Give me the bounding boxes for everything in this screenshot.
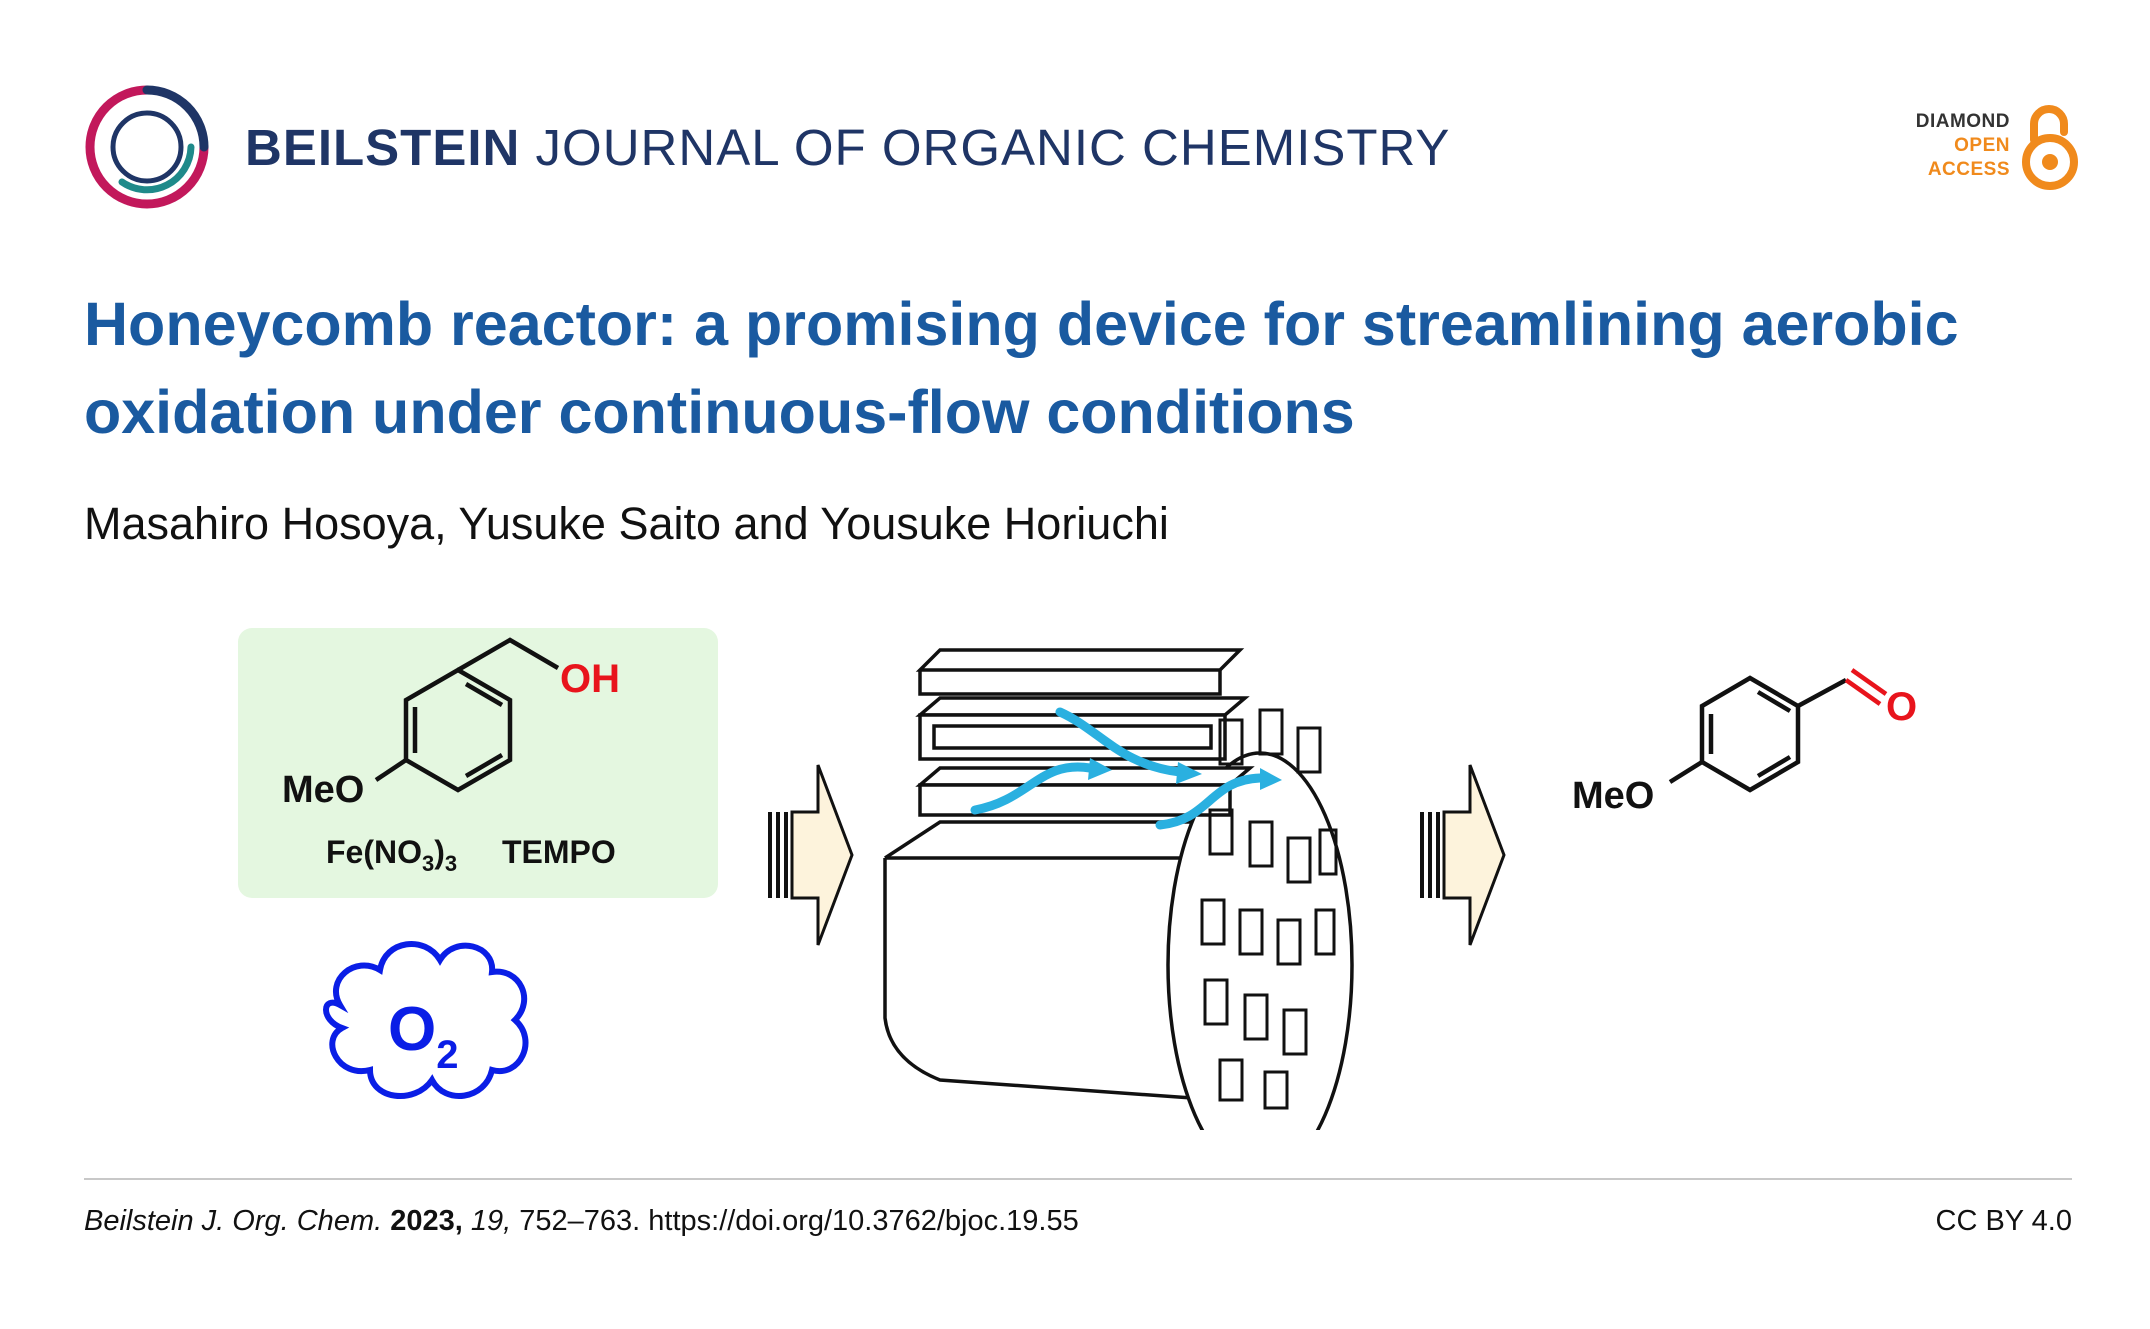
citation-journal: Beilstein J. Org. Chem. xyxy=(84,1205,383,1237)
journal-name-bold: BEILSTEIN xyxy=(245,119,521,176)
open-access-badge: DIAMOND OPEN ACCESS xyxy=(1880,96,2080,196)
reaction-arrow-2 xyxy=(1420,764,1506,946)
reactant-methoxy: MeO xyxy=(282,769,364,811)
citation-doi-link[interactable]: 752–763. https://doi.org/10.3762/bjoc.19… xyxy=(519,1205,1079,1237)
paper-title: Honeycomb reactor: a promising device fo… xyxy=(84,290,1959,446)
open-lock-icon xyxy=(2022,105,2078,190)
citation-year: 2023, xyxy=(390,1205,463,1237)
oxygen-formula: O2 xyxy=(388,995,458,1077)
reaction-arrow-1 xyxy=(768,764,854,946)
graphical-abstract: OH MeO Fe(NO3)3 TEMPO O2 xyxy=(238,628,1917,1130)
journal-name-rest: JOURNAL OF ORGANIC CHEMISTRY xyxy=(535,119,1451,176)
journal-name: BEILSTEIN JOURNAL OF ORGANIC CHEMISTRY xyxy=(245,118,1450,177)
oxygen-cloud: O2 xyxy=(323,941,529,1099)
reagent-iron-nitrate: Fe(NO3)3 xyxy=(326,834,457,876)
product-structure: O MeO xyxy=(1572,668,1917,817)
citation: Beilstein J. Org. Chem. 2023, 19, 752–76… xyxy=(84,1205,1079,1238)
reactant-hydroxyl: OH xyxy=(560,657,620,701)
oa-diamond-label: DIAMOND xyxy=(1915,111,2010,132)
oa-open-label: OPEN xyxy=(1954,135,2010,156)
footer-divider xyxy=(84,1178,2072,1180)
honeycomb-reactor xyxy=(883,648,1354,1130)
license-label: CC BY 4.0 xyxy=(1935,1205,2072,1237)
paper-authors: Masahiro Hosoya, Yusuke Saito and Yousuk… xyxy=(84,498,1169,549)
citation-volume: 19, xyxy=(470,1205,512,1237)
reactant-panel: OH MeO Fe(NO3)3 TEMPO xyxy=(238,628,718,898)
journal-logo xyxy=(85,85,209,209)
flow-arrows xyxy=(970,707,1282,830)
product-methoxy: MeO xyxy=(1572,775,1654,817)
oa-access-label: ACCESS xyxy=(1927,159,2010,180)
reagent-tempo: TEMPO xyxy=(502,834,616,870)
product-carbonyl-oxygen: O xyxy=(1886,685,1917,729)
